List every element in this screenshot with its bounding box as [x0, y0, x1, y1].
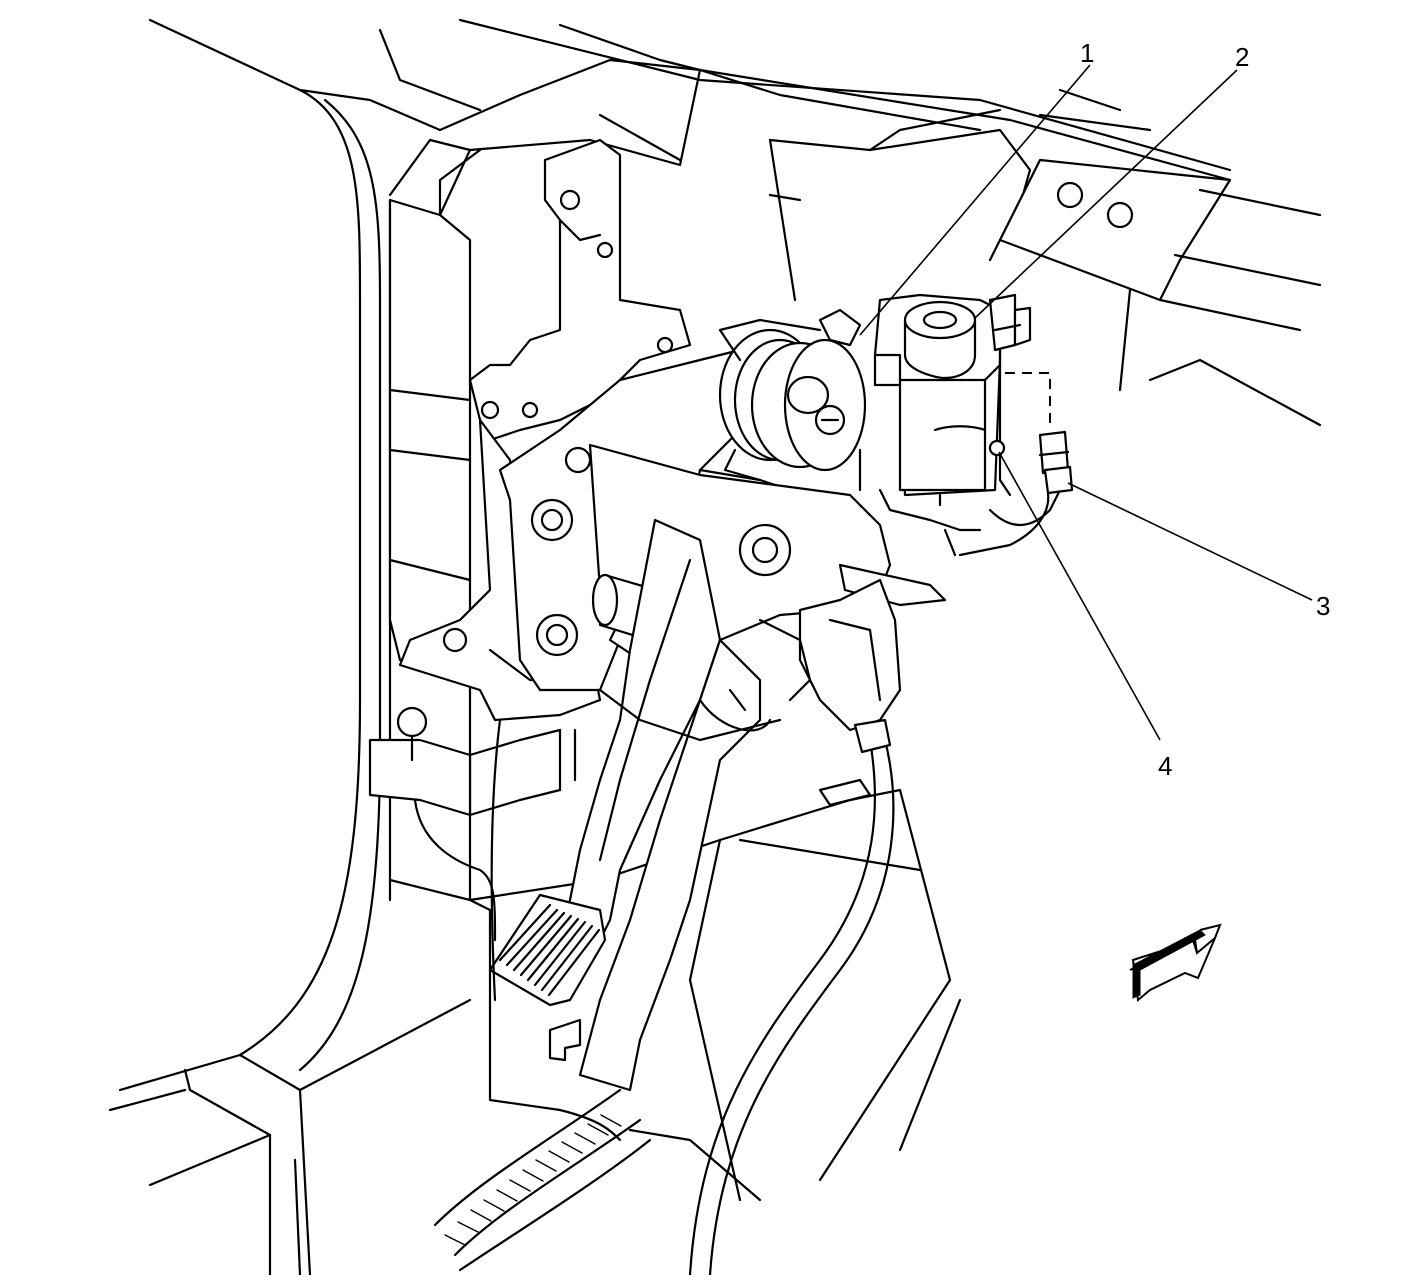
callout-2-leader: [974, 69, 1238, 319]
callout-labels: 1 2 3 4: [1080, 38, 1330, 781]
callout-leaders: [859, 64, 1313, 741]
callout-4-leader: [998, 451, 1161, 741]
callout-1-label: 1: [1080, 38, 1094, 68]
callout-3-label: 3: [1316, 591, 1330, 621]
callout-1-leader: [859, 64, 1091, 336]
pedal-housing: [598, 578, 902, 807]
callout-2-label: 2: [1235, 42, 1249, 72]
callout-4-label: 4: [1158, 751, 1172, 781]
release-solenoid: [873, 293, 1062, 557]
callout-3-leader: [1067, 482, 1313, 601]
cable-reel-assembly: [718, 308, 867, 492]
parking-brake-cable: [433, 718, 895, 1275]
front-direction-arrow-icon: [1129, 923, 1222, 1002]
